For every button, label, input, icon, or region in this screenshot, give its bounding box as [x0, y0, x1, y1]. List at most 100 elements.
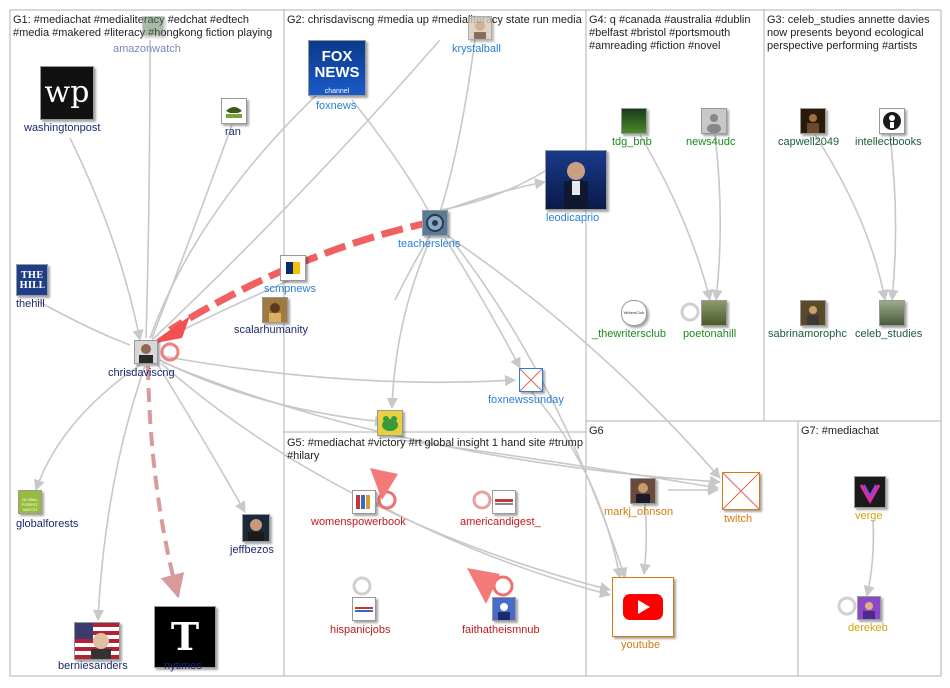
node-label-hispanicjobs: hispanicjobs	[330, 624, 391, 636]
edge	[386, 239, 431, 410]
edge	[444, 237, 521, 369]
node-label-news4udc: news4udc	[686, 136, 736, 148]
edge	[814, 134, 889, 302]
node-label-verge: verge	[855, 510, 883, 522]
node-label-sabrinamorophc: sabrinamorophc	[768, 328, 847, 340]
edge-dashed	[146, 365, 185, 599]
landscape-avatar	[879, 300, 905, 326]
person-avatar	[545, 150, 607, 210]
person-avatar	[857, 596, 881, 620]
group-boxes	[9, 9, 942, 677]
edge	[69, 137, 144, 342]
landscape-avatar	[621, 108, 647, 134]
node-label-intellectbooks: intellectbooks	[855, 136, 922, 148]
group-box-g3	[763, 9, 942, 422]
person-avatar	[262, 297, 288, 323]
scmp-logo	[280, 255, 306, 281]
group-box-g7	[797, 420, 942, 677]
node-label-nytimes: nytimes	[164, 660, 202, 672]
jobs-logo	[352, 597, 376, 621]
group-label-g2: G2: chrisdaviscng #media up #medialitera…	[287, 14, 582, 26]
edge	[529, 389, 624, 580]
node-label-markj_ohnson: markj_ohnson	[604, 506, 674, 518]
person-avatar	[134, 340, 158, 364]
node-label-leodicaprio: leodicaprio	[546, 212, 600, 224]
node-label-jeffbezos: jeffbezos	[230, 544, 274, 556]
group-label-g3: G3: celeb_studies annette davies now pre…	[767, 14, 930, 52]
person-avatar	[492, 597, 516, 621]
person-avatar	[242, 514, 270, 542]
edge	[351, 99, 429, 211]
self-loop-arrowhead	[467, 568, 500, 604]
node-label-teacherslens: teacherslens	[398, 238, 461, 250]
self-loop-arrows	[370, 468, 500, 604]
group-label-g6: G6	[589, 425, 604, 437]
edge	[399, 439, 720, 492]
group-box-g5	[283, 431, 587, 677]
edge	[447, 235, 721, 479]
group-box-g6	[585, 420, 799, 677]
group-label-g7: G7: #mediachat	[801, 425, 879, 437]
self-loop	[160, 342, 180, 362]
landscape-avatar	[701, 300, 727, 326]
group-label-g5: G5: #mediachat #victory #rt global insig…	[287, 437, 583, 462]
self-loop	[472, 490, 492, 510]
edge	[369, 499, 612, 598]
edge	[151, 39, 441, 341]
node-label-derekeb: derekeb	[848, 622, 888, 634]
self-loops	[160, 302, 857, 616]
edge	[639, 134, 713, 302]
writers-club-logo: WritersClub	[621, 300, 647, 326]
node-label-poetonahill: poetonahill	[683, 328, 737, 340]
digest-logo	[492, 490, 516, 514]
person-avatar	[800, 300, 826, 326]
teacherslens-avatar	[422, 210, 448, 236]
self-loop	[680, 302, 700, 322]
node-label-_thewritersclub: _thewritersclub	[592, 328, 666, 340]
edge	[157, 364, 246, 513]
broken-image-icon	[519, 368, 543, 392]
edge	[33, 364, 141, 492]
edge	[151, 124, 233, 339]
edge	[161, 361, 722, 487]
person-avatar	[630, 478, 656, 504]
edge	[149, 74, 339, 339]
edge	[35, 299, 131, 346]
self-loop	[352, 576, 372, 596]
node-label-faithatheismnub: faithatheismnub	[462, 624, 540, 636]
node-label-womenspowerbook: womenspowerbook	[311, 516, 406, 528]
self-loop-arrowhead	[370, 468, 398, 500]
node-label-foxnewssunday: foxnewssunday	[488, 394, 564, 406]
node-label-scalarhumanity: scalarhumanity	[234, 324, 308, 336]
node-label-tdg_bnb: tdg_bnb	[612, 136, 652, 148]
group-box-g4	[585, 9, 765, 422]
edge	[92, 365, 146, 622]
self-loop	[837, 596, 857, 616]
edge	[439, 39, 476, 213]
flag-avatar	[74, 622, 120, 660]
verge-logo	[854, 476, 886, 508]
person-avatar	[468, 16, 492, 40]
default-avatar	[701, 108, 727, 134]
node-label-washingtonpost: washingtonpost	[24, 122, 101, 134]
book-avatar	[352, 490, 376, 514]
node-label-twitch: twitch	[724, 513, 753, 525]
edge	[887, 134, 899, 302]
node-label-youtube: youtube	[621, 639, 661, 651]
washington-post-logo: wp	[40, 66, 94, 120]
node-label-chrisdaviscng: chrisdaviscng	[108, 367, 175, 379]
edge	[639, 502, 651, 576]
node-label-krystalball: krystalball	[452, 43, 501, 55]
node-label-americandigest_: americandigest_	[460, 516, 541, 528]
edge	[145, 39, 151, 339]
node-label-celeb_studies: celeb_studies	[855, 328, 923, 340]
broken-image-icon	[722, 472, 760, 510]
node-label-globalforests: globalforests	[16, 518, 79, 530]
intellect-logo	[879, 108, 905, 134]
edge-strong-arrowhead	[150, 316, 190, 344]
group-label-g4: G4: q #canada #australia #dublin #belfas…	[589, 14, 751, 52]
ran-logo	[221, 98, 247, 124]
self-loop	[377, 490, 397, 510]
